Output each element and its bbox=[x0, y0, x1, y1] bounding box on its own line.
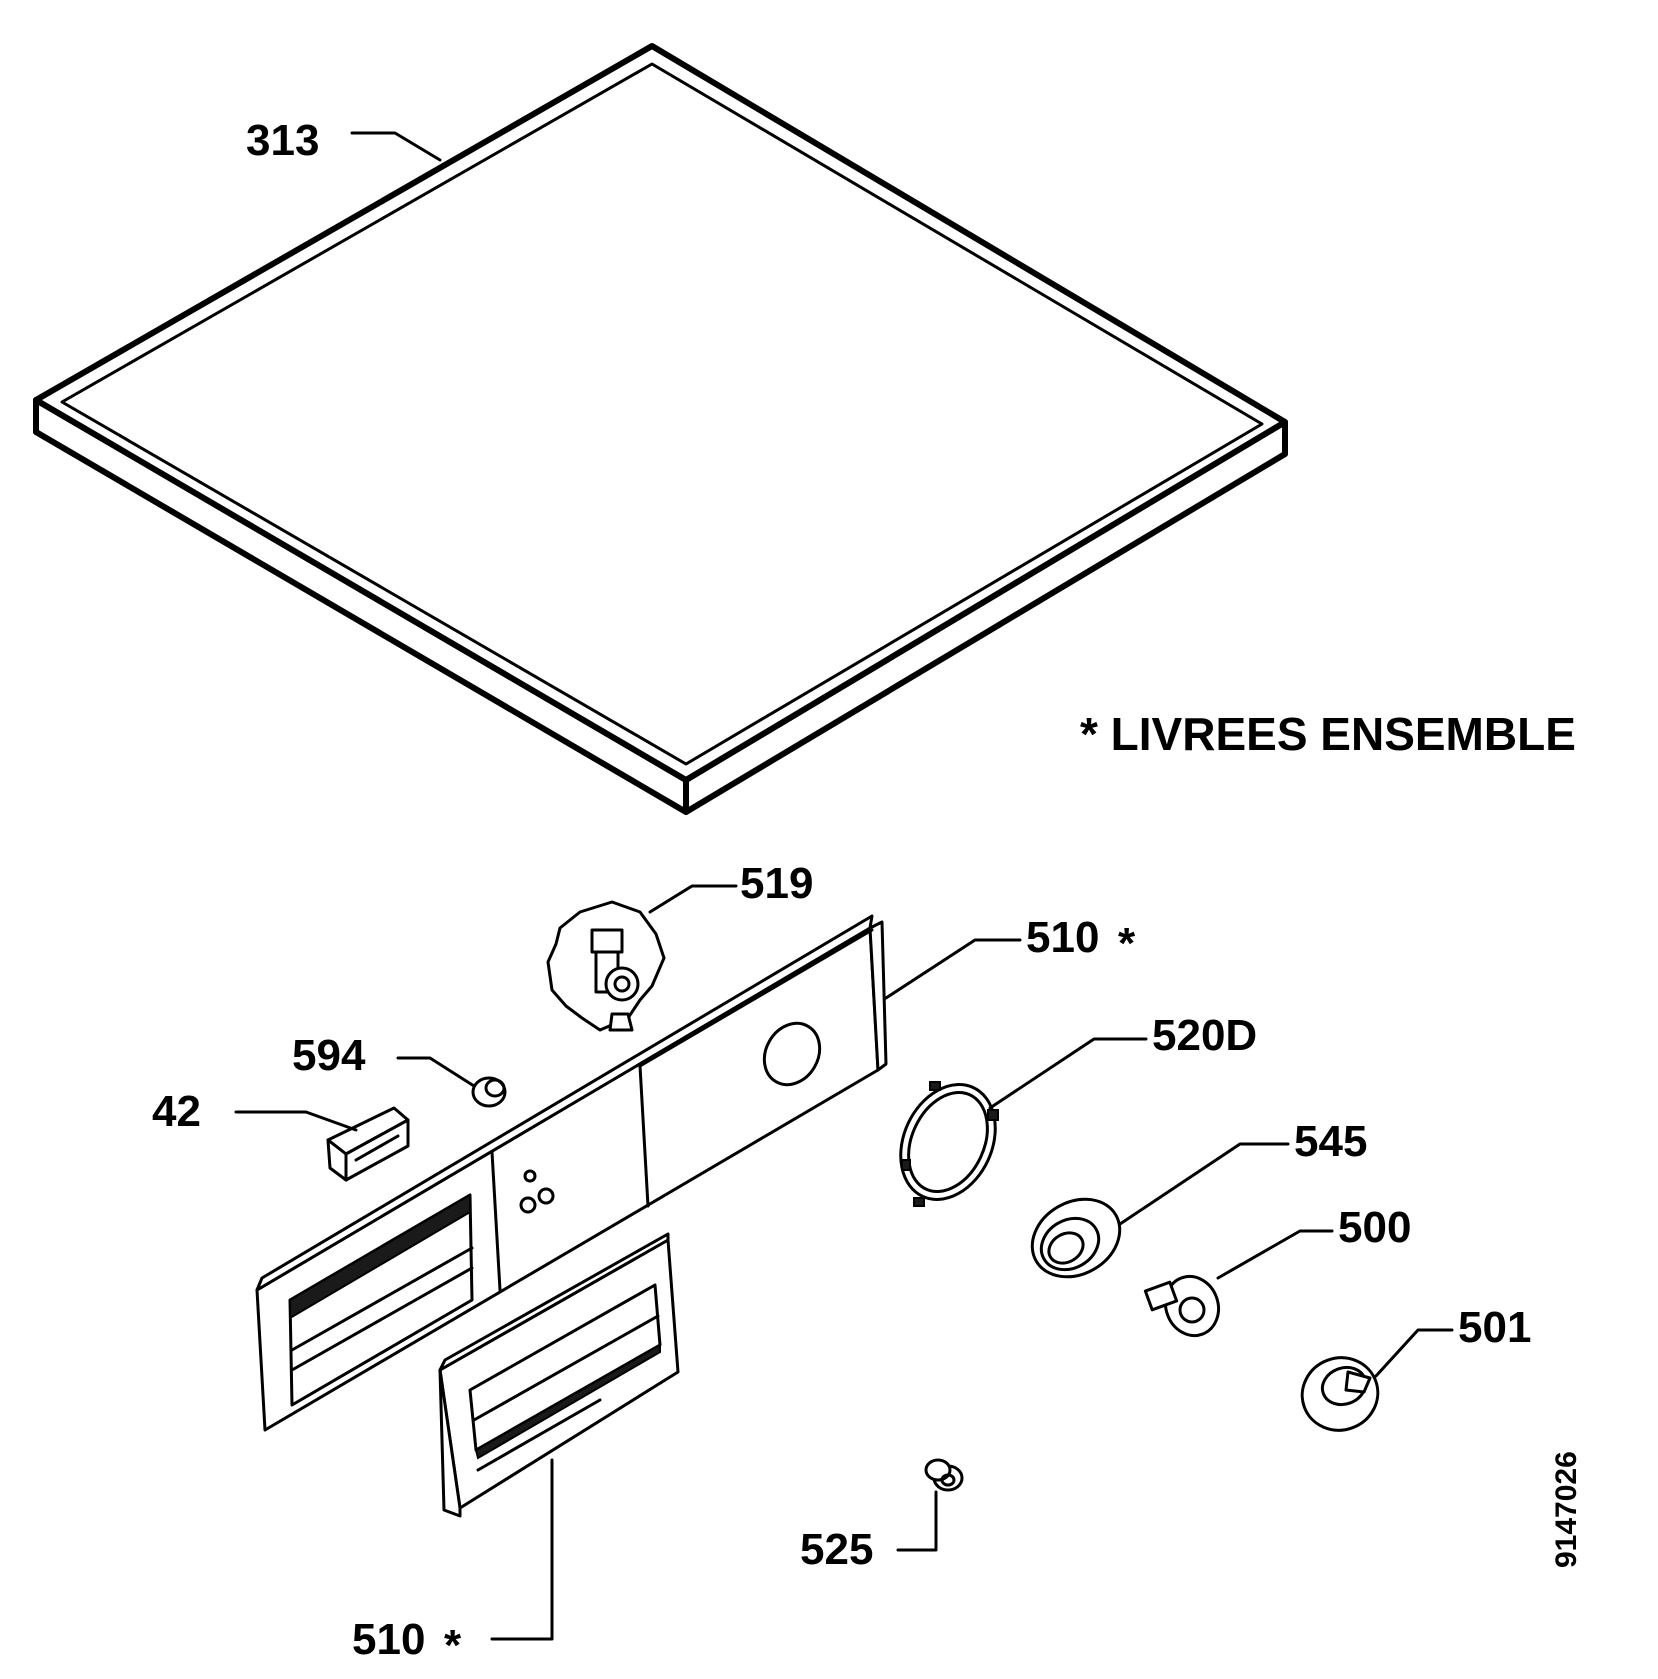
note-livrees-ensemble: * LIVREES ENSEMBLE bbox=[1080, 708, 1576, 760]
label-594: 594 bbox=[292, 1031, 366, 1080]
part-500-knob-insert bbox=[1143, 1274, 1220, 1338]
label-519: 519 bbox=[740, 859, 813, 908]
leader-520d bbox=[988, 1037, 1148, 1110]
label-42: 42 bbox=[152, 1087, 201, 1136]
leader-501 bbox=[1374, 1328, 1454, 1378]
part-545-knob-ring bbox=[1030, 1197, 1122, 1279]
part-42-button bbox=[326, 1106, 410, 1182]
label-525: 525 bbox=[800, 1525, 873, 1574]
part-501-knob bbox=[1300, 1356, 1380, 1432]
part-313-top-cover bbox=[33, 43, 1288, 815]
callout-labels: 313 519 510 * 520D 594 42 545 500 501 52… bbox=[152, 116, 1531, 1670]
leader-510-bottom bbox=[490, 1458, 554, 1641]
part-520d-ring bbox=[899, 1081, 999, 1207]
leader-519 bbox=[648, 884, 738, 914]
leader-500 bbox=[1216, 1229, 1334, 1280]
leader-525 bbox=[896, 1490, 938, 1552]
leader-594 bbox=[396, 1056, 476, 1088]
asterisk-510-top: * bbox=[1118, 919, 1136, 968]
leader-lines bbox=[234, 131, 1454, 1641]
leader-545 bbox=[1118, 1142, 1290, 1226]
leader-510-top bbox=[884, 938, 1022, 1000]
label-510-top: 510 bbox=[1026, 913, 1099, 962]
part-519-programmer bbox=[546, 900, 666, 1032]
leader-313 bbox=[350, 131, 442, 162]
label-545: 545 bbox=[1294, 1117, 1367, 1166]
part-525-fitting bbox=[924, 1458, 964, 1492]
part-510-dispenser-drawer bbox=[438, 1232, 680, 1518]
label-520d: 520D bbox=[1152, 1011, 1257, 1060]
asterisk-510-bottom: * bbox=[444, 1621, 462, 1670]
label-510-bottom: 510 bbox=[352, 1615, 425, 1664]
part-594-plug bbox=[471, 1076, 507, 1108]
label-501: 501 bbox=[1458, 1303, 1531, 1352]
leader-42 bbox=[234, 1110, 358, 1132]
document-number: 9147026 bbox=[1550, 1451, 1583, 1568]
label-500: 500 bbox=[1338, 1203, 1411, 1252]
part-510-control-panel bbox=[255, 914, 888, 1432]
label-313: 313 bbox=[246, 116, 319, 165]
